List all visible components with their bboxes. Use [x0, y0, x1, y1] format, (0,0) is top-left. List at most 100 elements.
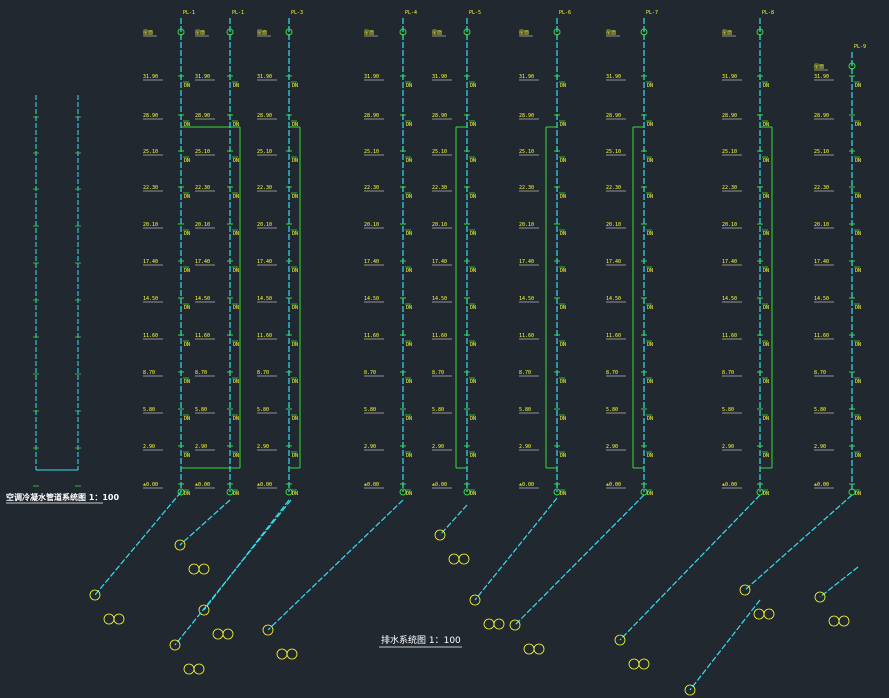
floor-elevation-label: 11.60 [814, 333, 829, 339]
floor-elevation-label: 8.70 [195, 370, 207, 376]
pipe-size-label: DN [855, 379, 861, 385]
drain-pipe [619, 494, 761, 641]
floor-elevation-label: 22.30 [143, 185, 158, 191]
outlet-icon [493, 618, 505, 630]
drain-pipe [267, 499, 404, 631]
floor-elevation-label: 20.10 [606, 222, 621, 228]
pipe-size-label: DN [647, 268, 653, 274]
floor-elevation-label: 20.10 [722, 222, 737, 228]
floor-elevation-label: 5.80 [257, 407, 269, 413]
floor-elevation-label: 25.10 [722, 149, 737, 155]
manhole-icon [614, 634, 626, 646]
floor-elevation-label: 25.10 [143, 149, 158, 155]
floor-elevation-label: 8.70 [722, 370, 734, 376]
floor-elevation-label: 28.90 [195, 113, 210, 119]
outlet-icon [763, 608, 775, 620]
floor-elevation-label: 17.40 [257, 259, 272, 265]
pipe-size-label: DN [560, 342, 566, 348]
pipe-size-label: DN [647, 83, 653, 89]
pipe-size-label: DN [233, 453, 239, 459]
outlet-icon [753, 608, 765, 620]
pipe-size-label: DN [855, 491, 861, 497]
floor-elevation-label: 2.90 [432, 444, 444, 450]
outlet-icon [212, 628, 224, 640]
floor-elevation-label: 17.40 [519, 259, 534, 265]
floor-elevation-label: 17.40 [143, 259, 158, 265]
roof-label: 屋面 [432, 30, 442, 36]
pipe-size-label: DN [763, 194, 769, 200]
floor-elevation-label: 14.50 [257, 296, 272, 302]
pipe-size-label: DN [647, 305, 653, 311]
floor-elevation-label: 14.50 [195, 296, 210, 302]
pipe-size-label: DN [470, 194, 476, 200]
pipe-size-label: DN [233, 342, 239, 348]
outlet-icon [638, 658, 650, 670]
pipe-size-label: DN [184, 416, 190, 422]
drainage-diagram-title: 排水系统图 1：100 [381, 634, 461, 646]
riser-tag: PL-1 [183, 10, 195, 16]
floor-elevation-label: 31.90 [722, 74, 737, 80]
pipe-size-label: DN [292, 453, 298, 459]
floor-elevation-label: 14.50 [143, 296, 158, 302]
floor-elevation-label: ±0.00 [606, 482, 621, 488]
pipe-size-label: DN [763, 83, 769, 89]
vent-cap-icon [463, 28, 471, 36]
pipe-size-label: DN [233, 158, 239, 164]
vent-cap-icon [177, 28, 185, 36]
floor-elevation-label: 20.10 [364, 222, 379, 228]
floor-elevation-label: 31.90 [519, 74, 534, 80]
pipe-size-label: DN [647, 158, 653, 164]
floor-elevation-label: 5.80 [519, 407, 531, 413]
riser-tag: PL-1 [232, 10, 244, 16]
drain-pipe [439, 504, 468, 536]
floor-elevation-label: 22.30 [432, 185, 447, 191]
vent-cap-icon [553, 28, 561, 36]
condensate-diagram-title: 空调冷凝水管道系统图 1：100 [6, 492, 119, 502]
pipe-size-label: DN [292, 268, 298, 274]
roof-label: 屋面 [143, 30, 153, 36]
riser-tag: PL-9 [854, 44, 866, 50]
roof-label: 屋面 [519, 30, 529, 36]
pipe-size-label: DN [560, 231, 566, 237]
pipe-size-label: DN [292, 305, 298, 311]
pipe-size-label: DN [855, 305, 861, 311]
pipe-size-label: DN [647, 122, 653, 128]
pipe-size-label: DN [233, 268, 239, 274]
floor-elevation-label: 2.90 [814, 444, 826, 450]
floor-elevation-label: 2.90 [195, 444, 207, 450]
floor-elevation-label: 17.40 [432, 259, 447, 265]
pipe-size-label: DN [406, 231, 412, 237]
floor-elevation-label: 5.80 [364, 407, 376, 413]
pipe-size-label: DN [292, 491, 298, 497]
pipe-size-label: DN [560, 158, 566, 164]
floor-elevation-label: 31.90 [257, 74, 272, 80]
manhole-icon [262, 624, 274, 636]
pipe-size-label: DN [406, 83, 412, 89]
roof-label: 屋面 [195, 30, 205, 36]
outlet-icon [193, 663, 205, 675]
floor-elevation-label: 22.30 [195, 185, 210, 191]
outlet-icon [113, 613, 125, 625]
vent-cap-icon [399, 28, 407, 36]
floor-elevation-label: 31.90 [432, 74, 447, 80]
floor-elevation-label: 2.90 [143, 444, 155, 450]
pipe-size-label: DN [470, 491, 476, 497]
outlet-icon [276, 648, 288, 660]
drain-pipe [689, 599, 761, 691]
pipe-size-label: DN [184, 491, 190, 497]
pipe-size-label: DN [763, 305, 769, 311]
vent-cap-icon [226, 28, 234, 36]
floor-elevation-label: 22.30 [257, 185, 272, 191]
outlet-icon [198, 563, 210, 575]
floor-elevation-label: 31.90 [364, 74, 379, 80]
pipe-size-label: DN [470, 416, 476, 422]
floor-elevation-label: ±0.00 [519, 482, 534, 488]
pipe-size-label: DN [292, 231, 298, 237]
pipe-size-label: DN [470, 83, 476, 89]
drain-pipe [514, 494, 645, 626]
outlet-icon [286, 648, 298, 660]
floor-elevation-label: 8.70 [257, 370, 269, 376]
pipe-size-label: DN [470, 122, 476, 128]
floor-elevation-label: 8.70 [519, 370, 531, 376]
